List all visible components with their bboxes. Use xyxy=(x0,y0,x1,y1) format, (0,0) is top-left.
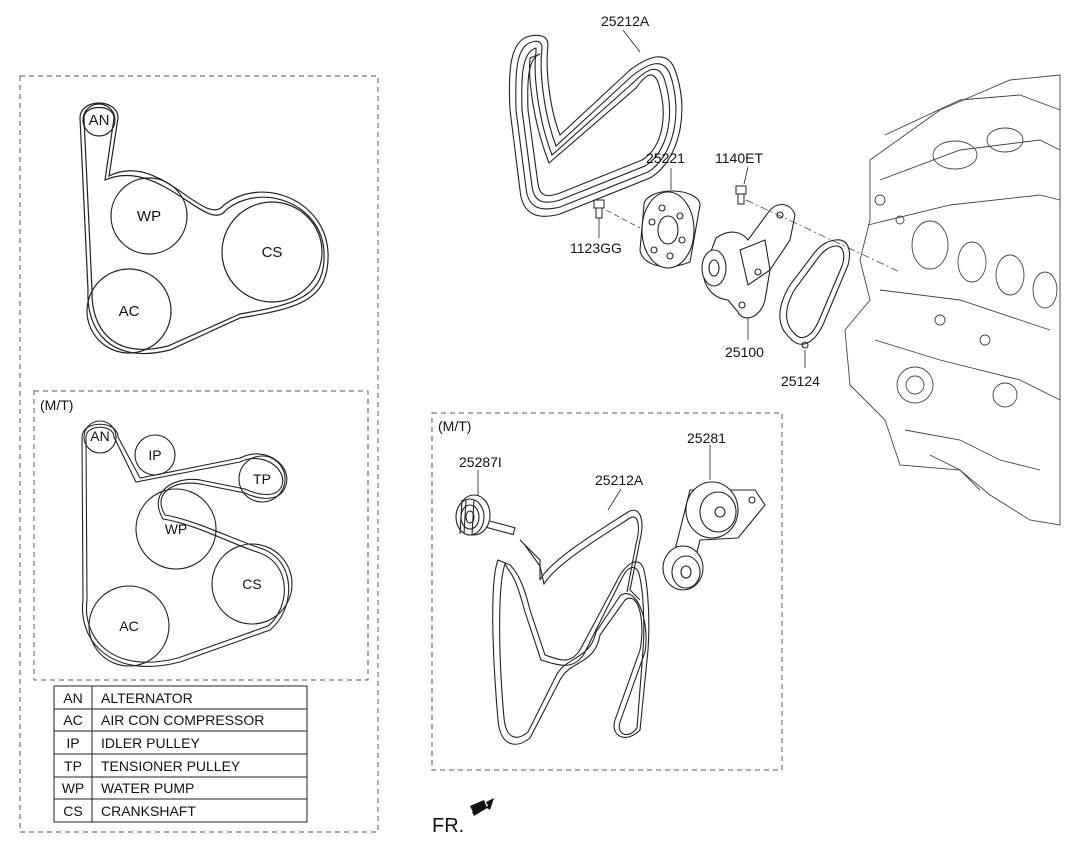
mt-pulley-label-tp: TP xyxy=(253,471,271,487)
legend-desc: CRANKSHAFT xyxy=(101,803,196,819)
bolt-1140et xyxy=(735,185,747,205)
gasket xyxy=(779,239,851,349)
tensioner-pulley xyxy=(662,481,766,591)
mt-pulley-label-ac: AC xyxy=(119,618,138,634)
serpentine-belt xyxy=(508,34,683,217)
pulley-label-cs: CS xyxy=(262,244,283,261)
mt-pulley-label-wp: WP xyxy=(165,521,188,537)
part-label-pulley: 25221 xyxy=(646,150,685,166)
mt-pulley-label-an: AN xyxy=(90,428,109,444)
part-label-belt: 25212A xyxy=(601,13,650,29)
leader-line xyxy=(605,209,641,229)
leader-line xyxy=(743,166,749,185)
leader-line xyxy=(622,29,641,53)
leader-line xyxy=(745,199,901,273)
mt-pulley-label-ip: IP xyxy=(148,447,161,463)
legend-rows: AN ALTERNATOR AC AIR CON COMPRESSOR IP I… xyxy=(62,690,265,819)
legend-code: WP xyxy=(62,780,85,796)
legend-desc: AIR CON COMPRESSOR xyxy=(101,712,264,728)
legend-table xyxy=(53,685,308,823)
legend-desc: ALTERNATOR xyxy=(101,690,193,706)
mt-layout-title: (M/T) xyxy=(40,397,73,413)
mt-layout-frame xyxy=(33,390,369,681)
part-label-bolt-pulley: 1123GG xyxy=(570,240,622,256)
legend-code: AC xyxy=(63,712,82,728)
water-pump xyxy=(701,204,796,319)
part-label-water-pump: 25100 xyxy=(725,344,764,360)
front-label: FR. xyxy=(432,815,464,837)
pulley-label-an: AN xyxy=(89,112,110,129)
bolt-1123gg xyxy=(593,199,605,219)
engine-block xyxy=(844,74,1061,526)
part-label-bolt-pump: 1140ET xyxy=(715,150,763,166)
legend-desc: WATER PUMP xyxy=(101,780,194,796)
part-label-tensioner: 25281 xyxy=(687,430,726,446)
mt-parts-frame xyxy=(431,412,783,771)
part-label-gasket: 25124 xyxy=(781,373,820,389)
mt-pulley-label-cs: CS xyxy=(242,576,261,592)
part-label-mt-belt: 25212A xyxy=(595,472,644,488)
mt-parts-title: (M/T) xyxy=(438,418,471,434)
legend-code: CS xyxy=(63,803,82,819)
water-pump-pulley xyxy=(639,190,701,269)
legend-code: TP xyxy=(64,758,82,774)
mt-belt xyxy=(492,509,650,745)
mt-belt-layout xyxy=(81,420,293,667)
left-panel-frame xyxy=(19,75,379,833)
legend-desc: TENSIONER PULLEY xyxy=(101,758,241,774)
legend-code: AN xyxy=(63,690,82,706)
standard-belt-layout xyxy=(79,102,329,355)
pulley-label-ac: AC xyxy=(119,303,140,320)
part-label-idler: 25287I xyxy=(459,454,502,470)
arrow-down-left-icon xyxy=(470,798,494,816)
legend-code: IP xyxy=(66,735,79,751)
pulley-label-wp: WP xyxy=(137,208,161,225)
idler-pulley xyxy=(455,494,516,536)
leader-line xyxy=(607,488,622,511)
legend-desc: IDLER PULLEY xyxy=(101,735,200,751)
